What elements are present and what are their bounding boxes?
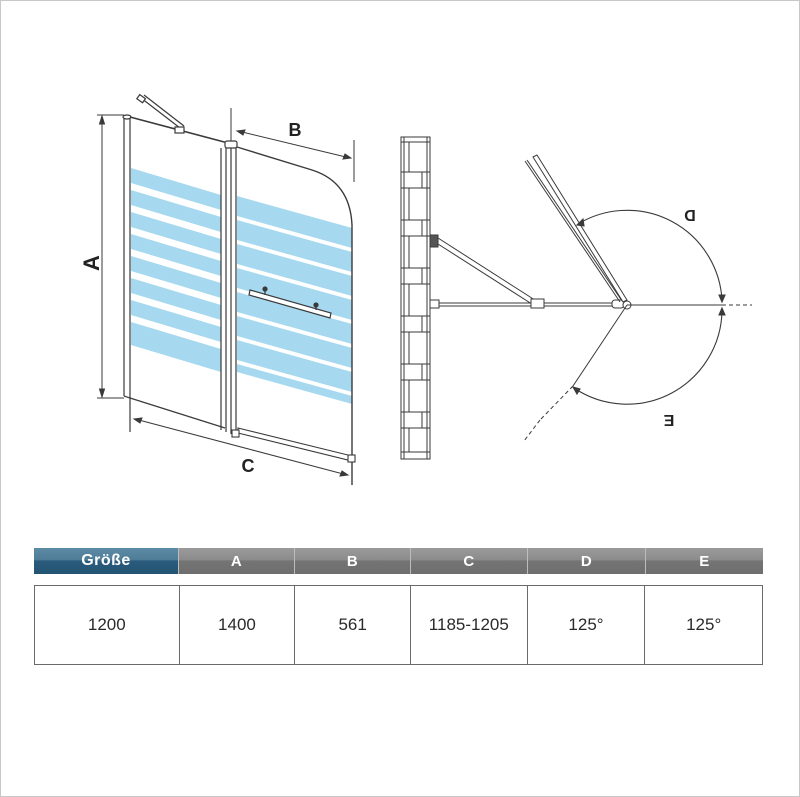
value-size: 1200: [35, 586, 180, 664]
top-view: D E: [400, 136, 752, 460]
spec-table-row: 1200 1400 561 1185-1205 125° 125°: [34, 585, 763, 665]
label-dimension-c: C: [242, 456, 255, 476]
spec-table-header: Größe A B C D E: [34, 548, 763, 574]
header-size: Größe: [34, 548, 179, 574]
bottom-rail: [231, 427, 356, 463]
technical-drawing: A B C: [79, 93, 752, 485]
towel-bar: [248, 286, 332, 319]
open-panels: [524, 154, 628, 303]
value-a: 1400: [180, 586, 296, 664]
angle-arc-d: [575, 209, 726, 304]
dimension-c: [132, 417, 350, 477]
front-view: A B C: [79, 93, 356, 485]
label-angle-e: E: [663, 411, 674, 428]
wall-support-arm: [135, 93, 185, 134]
left-panel-stripes: [131, 168, 221, 372]
label-dimension-a: A: [79, 255, 104, 271]
value-e: 125°: [686, 615, 722, 634]
dimension-a: [97, 114, 124, 399]
brick-wall: [400, 136, 431, 460]
value-b: 561: [295, 586, 411, 664]
header-a: A: [179, 548, 295, 574]
value-c: 1185-1205: [411, 586, 528, 664]
label-dimension-b: B: [289, 120, 302, 140]
header-c: C: [411, 548, 528, 574]
right-panel-stripes: [237, 196, 352, 404]
value-d: 125°: [528, 586, 646, 664]
label-angle-d: D: [684, 208, 696, 225]
header-b: B: [295, 548, 411, 574]
header-d: D: [528, 548, 646, 574]
dimension-b: [235, 129, 355, 182]
header-e: E: [646, 548, 763, 574]
angle-arc-e: [571, 306, 726, 405]
